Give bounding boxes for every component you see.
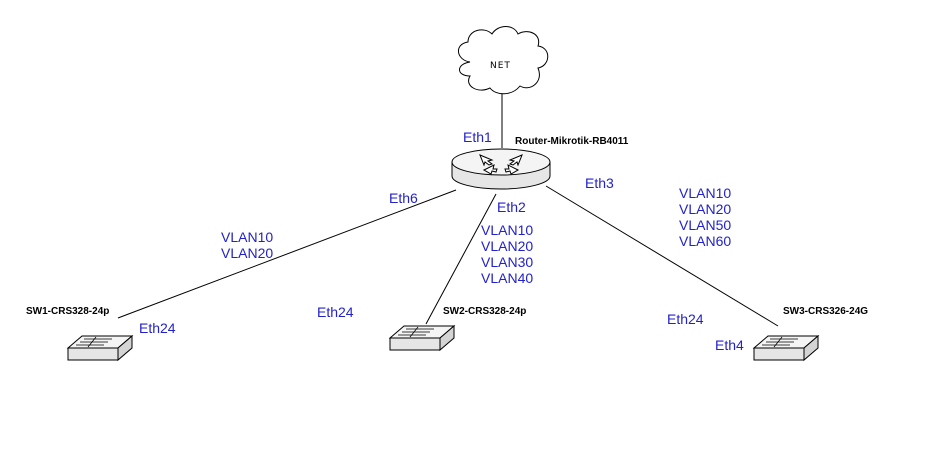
port-label-sw3-eth4: Eth4 bbox=[715, 337, 744, 353]
link-router-sw2 bbox=[425, 193, 497, 325]
port-label-sw2-eth24: Eth24 bbox=[317, 304, 354, 320]
vlan-label: VLAN20 bbox=[679, 201, 731, 217]
router-icon bbox=[451, 148, 551, 190]
sw2-name-label: SW2-CRS328-24p bbox=[443, 306, 526, 317]
vlan-label: VLAN20 bbox=[221, 245, 273, 261]
vlan-label: VLAN40 bbox=[481, 270, 533, 286]
router-name-label: Router-Mikrotik-RB4011 bbox=[515, 136, 629, 147]
vlan-label: VLAN50 bbox=[679, 217, 731, 233]
switch-icon-sw1 bbox=[66, 334, 134, 362]
vlan-label: VLAN10 bbox=[679, 185, 731, 201]
port-label-sw3-eth24: Eth24 bbox=[667, 311, 704, 327]
vlan-label: VLAN30 bbox=[481, 254, 533, 270]
vlan-label: VLAN10 bbox=[481, 222, 533, 238]
link-router-sw3 bbox=[545, 185, 779, 327]
port-label-router-eth1: Eth1 bbox=[463, 129, 492, 145]
vlan-label: VLAN10 bbox=[221, 229, 273, 245]
port-label-sw1-eth24: Eth24 bbox=[139, 320, 176, 336]
sw1-name-label: SW1-CRS328-24p bbox=[26, 306, 109, 317]
port-label-router-eth3: Eth3 bbox=[585, 175, 614, 191]
cloud-label: NET bbox=[490, 61, 511, 71]
link-router-sw1 bbox=[117, 189, 457, 319]
port-label-router-eth6: Eth6 bbox=[389, 190, 418, 206]
cloud-icon bbox=[458, 26, 549, 95]
vlan-label: VLAN20 bbox=[481, 238, 533, 254]
vlan-label: VLAN60 bbox=[679, 233, 731, 249]
switch-icon-sw2 bbox=[388, 324, 456, 352]
port-label-router-eth2: Eth2 bbox=[497, 199, 526, 215]
switch-icon-sw3 bbox=[752, 334, 820, 362]
sw3-name-label: SW3-CRS326-24G bbox=[783, 306, 868, 317]
